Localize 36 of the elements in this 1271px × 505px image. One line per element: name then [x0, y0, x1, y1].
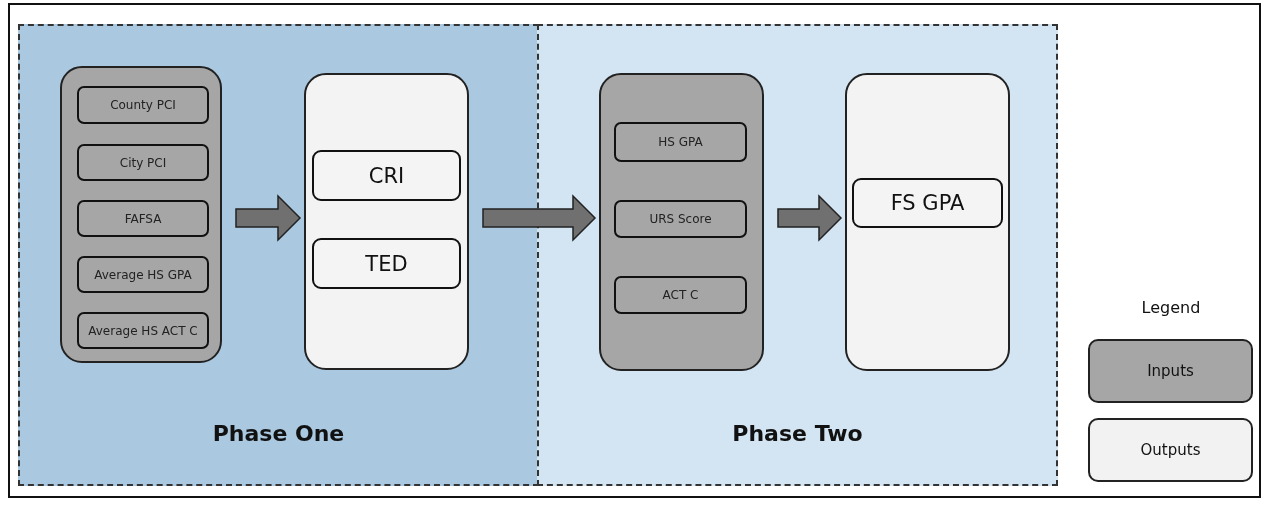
box-label: CRI — [368, 163, 405, 188]
block-arrow — [235, 194, 302, 242]
block-arrow — [482, 194, 597, 242]
input-box — [77, 86, 209, 124]
box-label: HS GPA — [658, 135, 703, 149]
box-label: ACT C — [662, 288, 699, 302]
box-label: Average HS ACT C — [88, 323, 198, 338]
input-box — [77, 256, 209, 293]
output-box — [312, 150, 461, 201]
phase-title: Phase Two — [731, 421, 864, 446]
output-box — [312, 238, 461, 289]
input-box — [614, 200, 747, 238]
group-container — [845, 73, 1010, 371]
box-label: FS GPA — [890, 191, 965, 215]
input-box — [77, 312, 209, 349]
box-label: County PCI — [110, 98, 176, 112]
box-label: City PCI — [119, 155, 167, 170]
input-box — [614, 122, 747, 162]
input-box — [614, 276, 747, 314]
box-label: URS Score — [649, 212, 712, 226]
input-box — [77, 200, 209, 237]
phase-panel — [537, 24, 1058, 486]
legend-title: Legend — [1140, 298, 1202, 317]
block-arrow — [777, 194, 843, 242]
box-label: TED — [365, 251, 408, 276]
group-container — [60, 66, 222, 363]
legend-label: Outputs — [1140, 441, 1201, 459]
group-container — [599, 73, 764, 371]
output-box — [852, 178, 1003, 228]
phase-panel — [18, 24, 539, 486]
phase-title: Phase One — [211, 421, 346, 446]
box-label: Average HS GPA — [94, 267, 192, 282]
input-box — [77, 144, 209, 181]
box-label: FAFSA — [124, 211, 162, 226]
group-container — [304, 73, 469, 370]
legend-label: Inputs — [1147, 362, 1194, 380]
